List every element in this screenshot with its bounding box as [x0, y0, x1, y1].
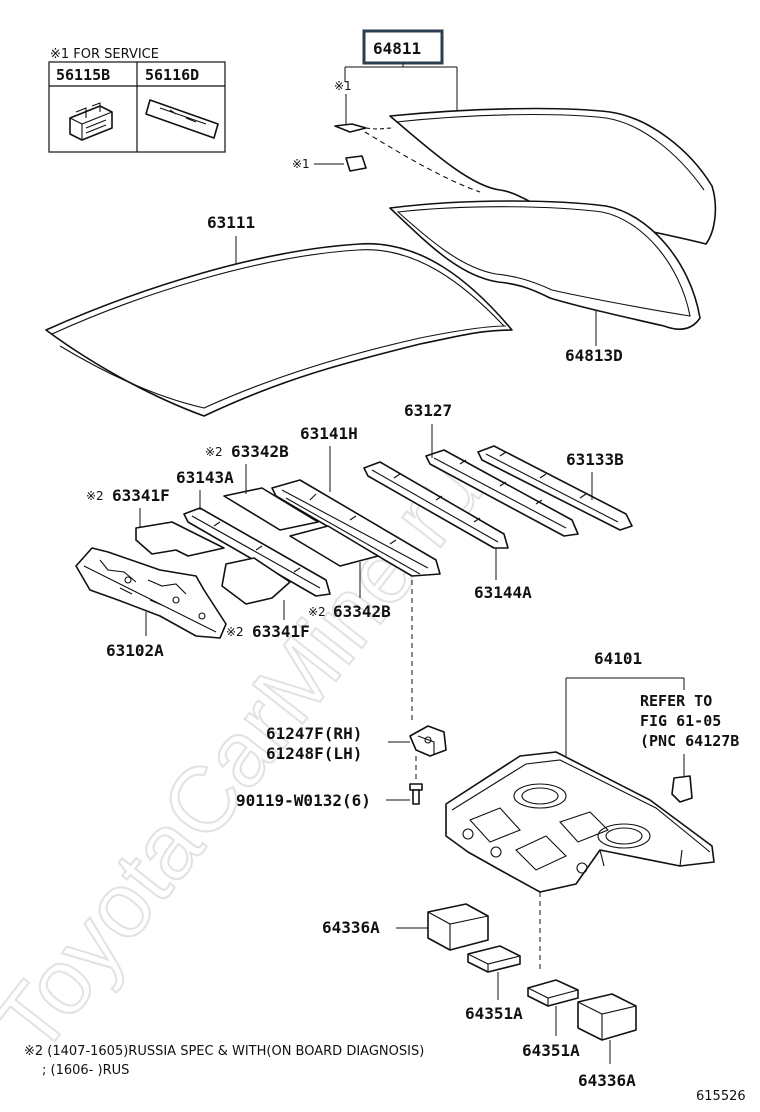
label-61248f[interactable]: 61248F(LH) [266, 744, 362, 763]
service-item-56116d[interactable]: 56116D [145, 66, 199, 84]
pad-63342b-top [223, 487, 319, 531]
label-63342b-top[interactable]: 63342B [231, 442, 289, 461]
glass-stopper-icon [345, 155, 367, 172]
russia-mark-c: ※2 [86, 489, 104, 503]
roof-panel [45, 243, 513, 417]
glass-spacer-clip-icon [334, 123, 367, 133]
pad-64336a-bottom [577, 993, 637, 1041]
label-63141h[interactable]: 63141H [300, 424, 358, 443]
footnote-line-2: ; (1606- )RUS [42, 1063, 129, 1078]
back-window-glass [364, 107, 717, 245]
service-item-56115b[interactable]: 56115B [56, 66, 110, 84]
roof-bow-63144a [363, 461, 509, 549]
diagram-id: 615526 [696, 1089, 746, 1104]
label-63127[interactable]: 63127 [404, 401, 452, 420]
package-tray-64101 [445, 751, 715, 893]
service-mark-1a: ※1 [334, 79, 352, 93]
refer-line-2[interactable]: FIG 61-05 [640, 712, 721, 730]
windshield-header-63102a [75, 547, 227, 639]
bolt-icon [409, 783, 423, 805]
russia-mark-d: ※2 [226, 625, 244, 639]
label-63144a[interactable]: 63144A [474, 583, 532, 602]
label-63102a[interactable]: 63102A [106, 641, 164, 660]
label-64101[interactable]: 64101 [594, 649, 642, 668]
refer-line-1: REFER TO [640, 692, 712, 710]
roof-bow-63127 [425, 449, 579, 537]
label-61247f[interactable]: 61247F(RH) [266, 724, 362, 743]
pad-63341f-top [135, 521, 225, 557]
pad-64351a-top [467, 945, 521, 973]
label-63342b-bottom[interactable]: 63342B [333, 602, 391, 621]
refer-clip-icon [671, 775, 693, 803]
service-mark-1b: ※1 [292, 157, 310, 171]
label-64351a-top[interactable]: 64351A [465, 1004, 523, 1023]
pad-64351a-bottom [527, 979, 579, 1007]
label-64351a-bottom[interactable]: 64351A [522, 1041, 580, 1060]
label-63341f-top[interactable]: 63341F [112, 486, 170, 505]
footnote-line-1: ※2 (1407-1605)RUSSIA SPEC & WITH(ON BOAR… [24, 1044, 424, 1059]
clip-56115b-icon [69, 102, 113, 141]
glass-weatherstrip [389, 200, 701, 346]
label-63133b[interactable]: 63133B [566, 450, 624, 469]
seal-56116d-icon [145, 99, 219, 139]
label-90119-w0132[interactable]: 90119-W0132(6) [236, 791, 371, 810]
roof-bracket [409, 725, 447, 757]
label-64811[interactable]: 64811 [373, 39, 421, 58]
service-box: ※1 FOR SERVICE 56115B 56116D [48, 47, 226, 153]
callout-64811: 64811 ※1 [334, 29, 458, 124]
label-64336a-bottom[interactable]: 64336A [578, 1071, 636, 1090]
label-63143a[interactable]: 63143A [176, 468, 234, 487]
russia-mark-a: ※2 [205, 445, 223, 459]
service-note-title: ※1 FOR SERVICE [50, 47, 159, 62]
label-63341f-bottom[interactable]: 63341F [252, 622, 310, 641]
russia-mark-b: ※2 [308, 605, 326, 619]
pad-63342b-bottom [289, 525, 379, 567]
refer-line-3[interactable]: (PNC 64127B [640, 732, 739, 750]
pad-63341f-bottom [221, 557, 291, 605]
pad-64336a-top [427, 903, 489, 951]
label-63111[interactable]: 63111 [207, 213, 255, 232]
label-64813d[interactable]: 64813D [565, 346, 623, 365]
label-64336a-top[interactable]: 64336A [322, 918, 380, 937]
roof-bow-63133b [477, 445, 633, 531]
